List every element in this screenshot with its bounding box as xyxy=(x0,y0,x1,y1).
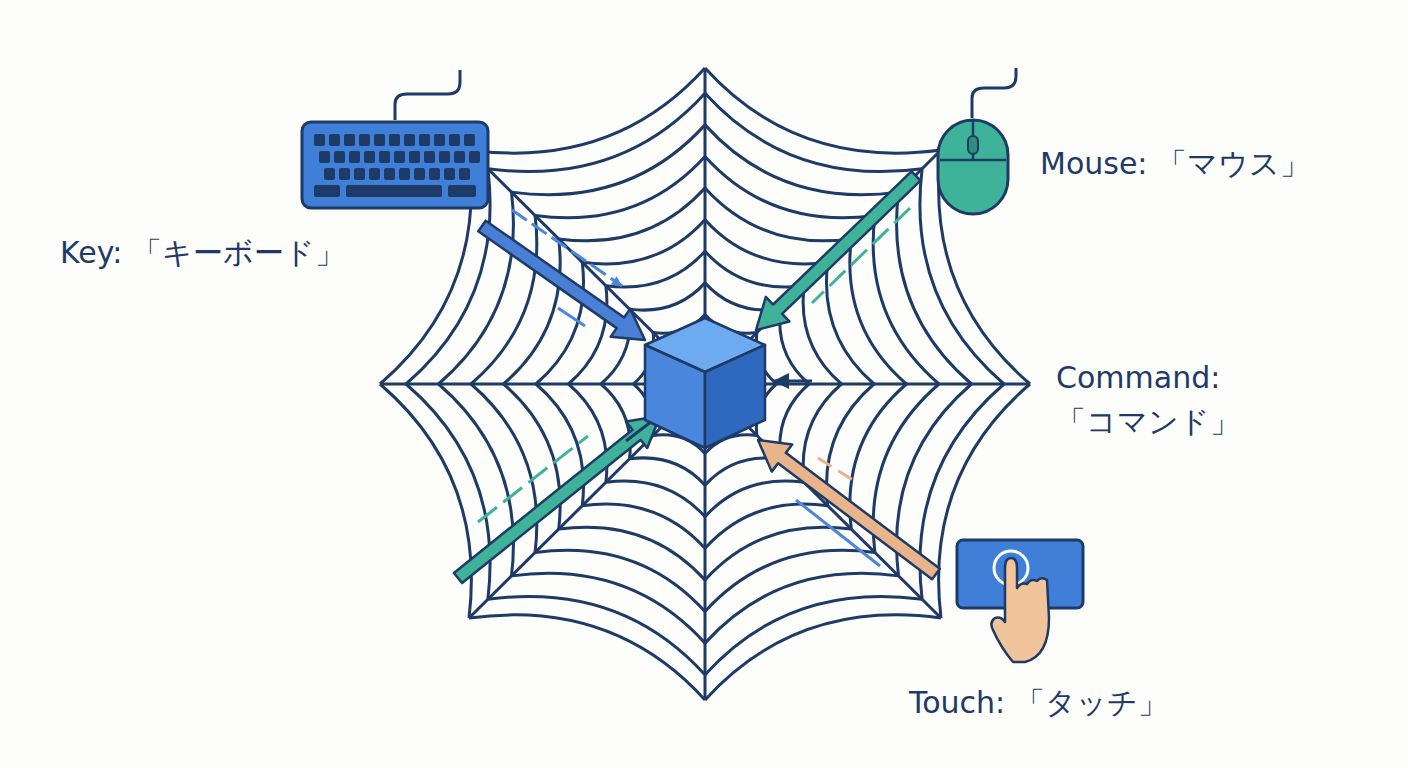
keyboard-key xyxy=(404,134,415,146)
keyboard-key xyxy=(464,134,475,146)
device-label: Mouse: 「マウス」 xyxy=(1040,146,1310,182)
web-ring xyxy=(471,156,939,611)
input-arrows xyxy=(454,171,940,583)
keyboard-key xyxy=(449,134,460,146)
keyboard-key xyxy=(434,134,445,146)
motion-arrowhead xyxy=(512,210,622,286)
keyboard-key xyxy=(369,168,380,180)
input-arrow xyxy=(478,221,645,340)
device-cables xyxy=(395,68,1016,120)
keyboard-key xyxy=(359,134,370,146)
touch-hand xyxy=(991,558,1049,662)
mouse-wheel xyxy=(968,136,978,154)
core-cube xyxy=(645,318,765,448)
spider-web xyxy=(380,68,1030,700)
motion-line xyxy=(818,458,856,482)
keyboard-icon xyxy=(300,120,490,210)
keyboard-key xyxy=(409,151,420,163)
keyboard-key xyxy=(319,151,330,163)
keyboard-key xyxy=(459,168,470,180)
device-label: Command: 「コマンド」 xyxy=(1056,356,1286,444)
motion-line xyxy=(558,308,585,326)
web-ring xyxy=(406,93,1004,674)
keyboard-body xyxy=(302,122,488,208)
motion-line xyxy=(512,210,622,286)
keyboard-key xyxy=(334,151,345,163)
keyboard-spacebar xyxy=(346,185,442,197)
mouse-cable xyxy=(972,68,1016,118)
keyboard-key xyxy=(314,185,340,197)
keyboard-key xyxy=(439,151,450,163)
command-arrowhead xyxy=(773,373,800,389)
mouse-device: Mouse: 「マウス」 xyxy=(936,118,1010,216)
device-label: Touch: 「タッチ」 xyxy=(909,685,1168,721)
touch-icon xyxy=(955,538,1085,610)
keyboard-cable xyxy=(395,70,460,120)
keyboard-key xyxy=(324,168,335,180)
input-arrow xyxy=(756,171,921,330)
keyboard-key xyxy=(354,168,365,180)
touch-device: Touch: 「タッチ」 xyxy=(955,538,1085,610)
keyboard-key xyxy=(419,134,430,146)
keyboard-key xyxy=(469,151,480,163)
keyboard-key xyxy=(389,134,400,146)
cube-left xyxy=(645,345,705,448)
device-label: Key: 「キーボード」 xyxy=(60,235,345,271)
keyboard-key xyxy=(364,151,375,163)
keyboard-key xyxy=(429,168,440,180)
keyboard-device: Key: 「キーボード」 xyxy=(300,120,490,210)
keyboard-key xyxy=(414,168,425,180)
web-ring xyxy=(380,68,1030,700)
keyboard-key xyxy=(424,151,435,163)
keyboard-key xyxy=(344,134,355,146)
keyboard-key xyxy=(384,168,395,180)
input-arrow xyxy=(758,440,940,579)
keyboard-key xyxy=(314,134,325,146)
keyboard-key xyxy=(399,168,410,180)
keyboard-key xyxy=(349,151,360,163)
keyboard-key xyxy=(329,134,340,146)
keyboard-key xyxy=(444,168,455,180)
keyboard-key xyxy=(448,185,476,197)
keyboard-key xyxy=(454,151,465,163)
web-ring xyxy=(634,314,777,453)
keyboard-key xyxy=(339,168,350,180)
keyboard-key xyxy=(379,151,390,163)
keyboard-key xyxy=(394,151,405,163)
input-arrow xyxy=(454,416,660,583)
keyboard-key xyxy=(374,134,385,146)
mouse-buttons xyxy=(940,120,1006,160)
cube-right xyxy=(705,345,765,448)
mouse-icon xyxy=(936,118,1010,216)
mouse-body xyxy=(938,120,1008,214)
web-ring xyxy=(439,125,972,643)
